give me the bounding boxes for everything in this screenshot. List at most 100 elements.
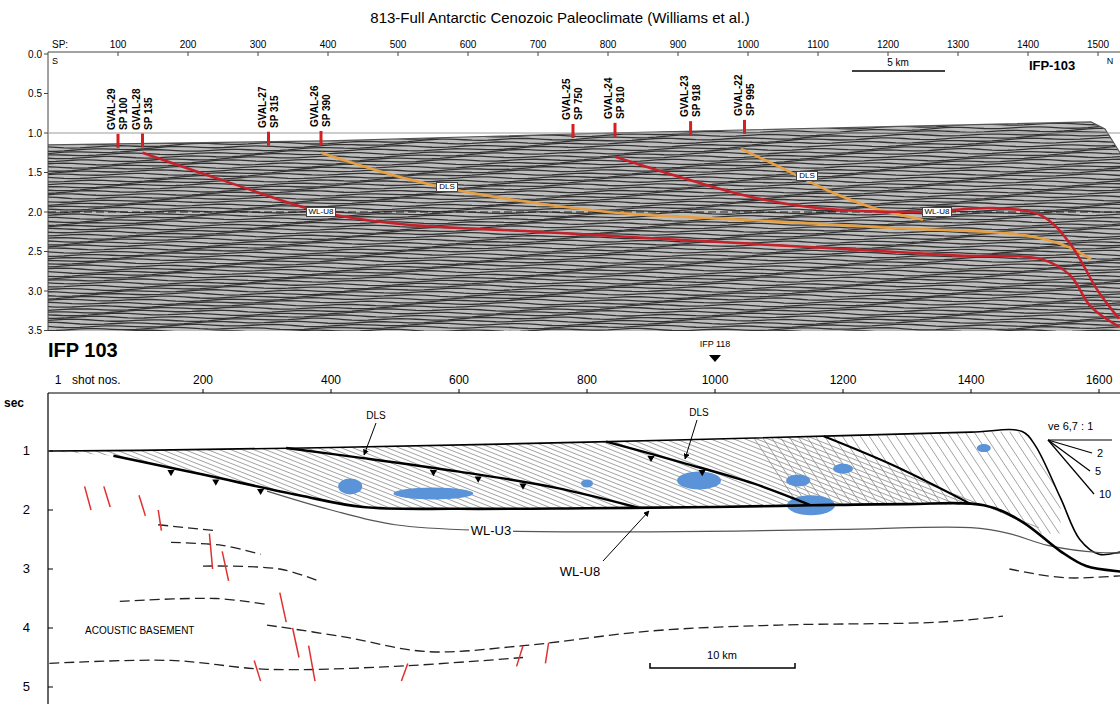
axis-tick	[608, 52, 609, 56]
tick-number: 1.5	[28, 167, 42, 178]
clinoform-line	[989, 427, 1059, 533]
clinoform-line	[136, 422, 405, 528]
axis-tick	[188, 52, 189, 56]
horizon-label: DLS	[796, 171, 818, 182]
axis-tick	[203, 389, 204, 393]
clinoform-line	[855, 427, 925, 533]
fault-line	[309, 646, 315, 681]
basement-line	[120, 598, 267, 604]
clinoform-line	[332, 422, 601, 528]
scale-label: 10 km	[707, 649, 737, 661]
tick-number: 1.0	[28, 128, 42, 139]
unit-label: ACOUSTIC BASEMENT	[85, 625, 194, 636]
exaggeration-number: 10	[1099, 488, 1111, 500]
interpretation-panel	[0, 355, 1120, 704]
horizon-label: WL-U3	[469, 524, 513, 538]
well-label: GVAL-25	[561, 78, 572, 120]
axis-tick	[258, 52, 259, 56]
horizon-label: WL-U8	[306, 207, 337, 218]
clinoform-line	[0, 422, 152, 528]
clinoform-group	[0, 422, 1113, 534]
tick-number: 1	[23, 444, 30, 458]
clinoform-line	[689, 422, 958, 528]
direction-label: S	[52, 57, 58, 67]
lens-body	[833, 464, 853, 474]
clinoform-line	[390, 422, 659, 528]
axis-title: sec	[4, 397, 24, 410]
axis-tick	[1099, 389, 1100, 393]
well-label: SP 750	[573, 87, 584, 120]
well-label: GVAL-24	[603, 77, 614, 119]
seismic-ground	[48, 122, 1120, 331]
axis-tick	[118, 52, 119, 56]
clinoform-line	[0, 422, 163, 528]
tick-number: 1500	[1087, 39, 1109, 50]
well-label: SP 315	[269, 95, 280, 128]
tick-number: 3.5	[28, 325, 42, 336]
thrust-line	[286, 448, 638, 508]
clinoform-line	[79, 422, 348, 528]
axis-tick	[44, 93, 48, 94]
clinoform-line	[229, 422, 498, 528]
axis-tick	[748, 52, 749, 56]
tick-number: 100	[110, 39, 127, 50]
clinoform-line	[609, 422, 878, 528]
fault-line	[293, 628, 299, 658]
crossing-label: IFP 118	[700, 340, 731, 350]
axis-tick	[459, 389, 460, 393]
tick-number: 400	[321, 374, 341, 387]
well-label: SP 995	[745, 83, 756, 116]
exaggeration-fan	[1048, 440, 1092, 453]
clinoform-line	[881, 427, 951, 533]
tick-number: 1300	[947, 39, 969, 50]
tick-number: 2.0	[28, 207, 42, 218]
clinoform-line	[770, 422, 1039, 528]
horizon-label: DLS	[689, 407, 708, 418]
clinoform-line	[926, 427, 996, 533]
axis-tick	[48, 569, 53, 570]
clinoform-line	[125, 422, 394, 528]
axis-tick	[843, 389, 844, 393]
axis-tick	[398, 52, 399, 56]
scale-label: 5 km	[887, 57, 909, 68]
tick-number: 800	[577, 374, 597, 387]
axis-tick	[958, 52, 959, 56]
clinoform-line	[471, 422, 740, 528]
tick-number: 1400	[958, 374, 985, 387]
thrust-tooth	[257, 489, 264, 495]
scale-bar	[852, 70, 945, 72]
seismic-reflector	[48, 146, 1120, 165]
horizon-label: WL-U8	[560, 565, 600, 579]
thrust-tooth	[475, 477, 482, 483]
well-label: SP 918	[691, 85, 702, 118]
scale-bar	[650, 663, 795, 668]
axis-tick	[468, 52, 469, 56]
tick-number: 0.5	[28, 88, 42, 99]
tick-number: 900	[670, 39, 687, 50]
well-marker	[267, 132, 270, 146]
well-label: GVAL-23	[679, 76, 690, 118]
clinoform-line	[217, 422, 486, 528]
well-marker	[743, 120, 746, 134]
clinoform-line	[765, 427, 835, 533]
tick-number: 1000	[737, 39, 759, 50]
seismic-reflector	[48, 181, 1120, 196]
clinoform-line	[183, 422, 452, 528]
tick-number: 0.0	[28, 49, 42, 60]
horizon-line	[143, 153, 1120, 327]
well-label: SP 100	[118, 97, 129, 130]
dashed-time-line	[48, 211, 1120, 212]
exaggeration-number: 2	[1097, 447, 1103, 459]
leader-line	[685, 420, 697, 459]
clinoform-line	[413, 422, 682, 528]
lens-body	[786, 475, 810, 487]
tick-number: 1200	[877, 39, 899, 50]
thrust-tooth	[647, 456, 654, 462]
clinoform-line	[774, 427, 844, 533]
fault-line	[401, 663, 407, 681]
clinoform-line	[899, 427, 969, 533]
thrust-tooth	[519, 484, 526, 490]
axis-tick	[44, 54, 48, 55]
